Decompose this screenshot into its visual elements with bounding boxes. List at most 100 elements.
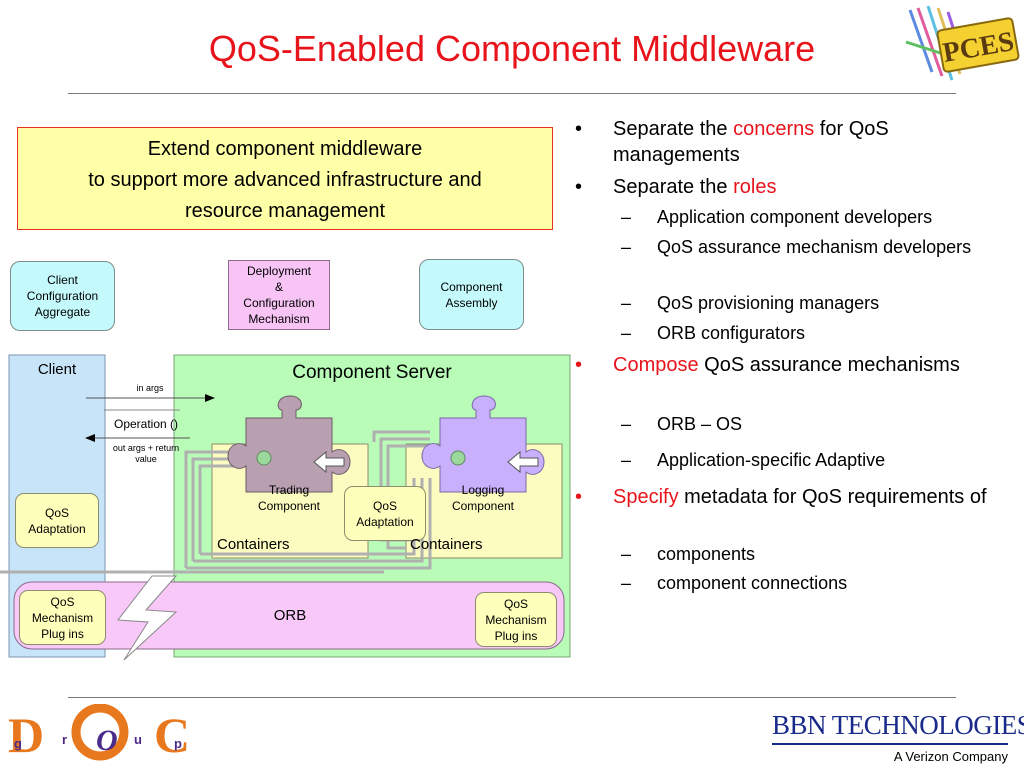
title-divider [68, 93, 956, 94]
bullet-text-part: component connections [657, 573, 848, 593]
orb-lightning-bolt [117, 575, 178, 661]
doc-logo-c: C [154, 707, 190, 763]
box-line: Trading [268, 483, 310, 497]
bullet-text-part: metadata for QoS requirements of [678, 486, 987, 508]
highlighted-keyword: Compose [613, 354, 699, 376]
bullet-text-part: QoS provisioning managers [657, 293, 880, 313]
verizon-tagline: A Verizon Company [893, 749, 1008, 764]
bullet-text: QoS provisioning managers [657, 291, 1017, 315]
bullet-text: components [657, 542, 1017, 566]
bullet-marker: – [621, 544, 632, 564]
bullet-text: Compose QoS assurance mechanisms [613, 352, 1013, 378]
bbn-technologies-logo: BBN TECHNOLOGIES A Verizon Company [772, 710, 1024, 764]
doc-logo-o: O [96, 724, 118, 757]
bullet-text-part: ORB configurators [657, 323, 806, 343]
trading-component-label: Trading Component [246, 482, 332, 514]
bullet-text: Separate the concerns for QoS management… [613, 116, 1013, 168]
box-line: QoS [50, 594, 75, 609]
bbn-underline [772, 743, 1008, 745]
logging-facet-arrow [507, 450, 539, 474]
bullet-text-part: Separate the [613, 118, 734, 140]
trading-receptacle-port [256, 450, 272, 466]
box-line: Mechanism [248, 312, 310, 326]
box-line: QoS [44, 505, 69, 520]
box-line: Logging [461, 483, 505, 497]
bullet-marker: – [621, 414, 632, 434]
box-line: & [274, 280, 283, 294]
in-args-label: in args [136, 383, 164, 393]
box-line: Component [451, 499, 515, 513]
bbn-wordmark: BBN TECHNOLOGIES [772, 710, 1024, 740]
bullet-text-part: for QoS managements [613, 118, 889, 166]
client-qos-adaptation-box: QoS Adaptation [15, 493, 99, 548]
operation-label: Operation () [113, 417, 179, 431]
box-line: Adaptation [356, 514, 414, 529]
bullet-text: ORB configurators [657, 321, 1017, 345]
bullet-marker: – [621, 323, 632, 343]
box-line: Configuration [243, 296, 315, 310]
logging-component-label: Logging Component [440, 482, 526, 514]
doc-logo-g: g [14, 736, 22, 751]
bullet-text: ORB – OS [657, 412, 1017, 436]
box-line: QoS [372, 498, 397, 513]
pces-logo: PCES [902, 2, 1020, 86]
bullet-text-part: Application component developers [657, 207, 933, 227]
bullet-text: QoS assurance mechanism developers [657, 235, 1017, 259]
bullet-marker: – [621, 207, 632, 227]
bullet-marker: – [621, 573, 632, 593]
box-line: Component [440, 279, 503, 294]
box-line: Assembly [445, 295, 498, 310]
doc-logo-d: D [8, 707, 44, 763]
bullet-marker: – [621, 450, 632, 470]
banner-line: resource management [184, 200, 386, 222]
highlighted-keyword: concerns [733, 118, 815, 140]
out-args-line: out args + return [112, 443, 180, 453]
client-label: Client [37, 361, 77, 378]
box-line: Mechanism [485, 612, 547, 627]
box-line: Adaptation [28, 521, 86, 536]
banner-line: Extend component middleware [147, 138, 423, 160]
bullet-marker: – [621, 237, 632, 257]
bullet-text: Application component developers [657, 205, 1017, 229]
extend-middleware-banner: Extend component middleware to support m… [17, 127, 553, 230]
doc-logo-r: r [62, 732, 67, 747]
qos-plugins-left-box: QoS Mechanism Plug ins [19, 590, 106, 645]
box-line: Aggregate [34, 305, 91, 319]
box-line: Deployment [246, 264, 311, 278]
out-args-line: value [135, 454, 157, 464]
bullet-text: Separate the roles [613, 174, 1013, 200]
box-line: Component [257, 499, 321, 513]
deployment-configuration-box: Deployment & Configuration Mechanism [228, 260, 330, 330]
highlighted-keyword: roles [733, 176, 777, 198]
box-line: Configuration [26, 289, 99, 303]
bullet-marker: • [575, 486, 583, 508]
bullet-text: Application-specific Adaptive [657, 448, 1017, 472]
box-line: Plug ins [494, 628, 538, 643]
footer-divider [68, 697, 956, 698]
client-configuration-aggregate-box: Client Configuration Aggregate [10, 261, 115, 331]
highlighted-keyword: Specify [613, 486, 679, 508]
banner-line: to support more advanced infrastructure … [88, 169, 482, 191]
bullet-text-part: ORB – OS [657, 414, 743, 434]
qos-plugins-right-box: QoS Mechanism Plug ins [475, 592, 557, 647]
doc-logo-u: u [134, 732, 142, 747]
box-line: Mechanism [31, 610, 94, 625]
doc-logo-p: p [174, 736, 182, 751]
slide-title: QoS-Enabled Component Middleware [208, 28, 816, 69]
containers-right-label: Containers [410, 536, 483, 553]
bullet-text-part: QoS assurance mechanisms [698, 354, 960, 376]
box-line: QoS [503, 596, 528, 611]
out-args-label: out args + return value [104, 443, 188, 465]
trading-component-shape [227, 395, 351, 493]
logging-receptacle-port [450, 450, 466, 466]
component-assembly-box: Component Assembly [419, 259, 524, 330]
bullet-marker: • [575, 354, 583, 376]
bullet-text: component connections [657, 571, 1017, 595]
doc-group-logo: D O C g r u p [4, 703, 200, 764]
containers-left-label: Containers [217, 536, 290, 553]
bullet-marker: • [575, 118, 583, 140]
component-server-label: Component Server [292, 362, 452, 383]
bullet-text-part: components [657, 544, 756, 564]
bullet-text-part: Application-specific Adaptive [657, 450, 886, 470]
bullet-text: Specify metadata for QoS requirements of [613, 484, 1013, 510]
